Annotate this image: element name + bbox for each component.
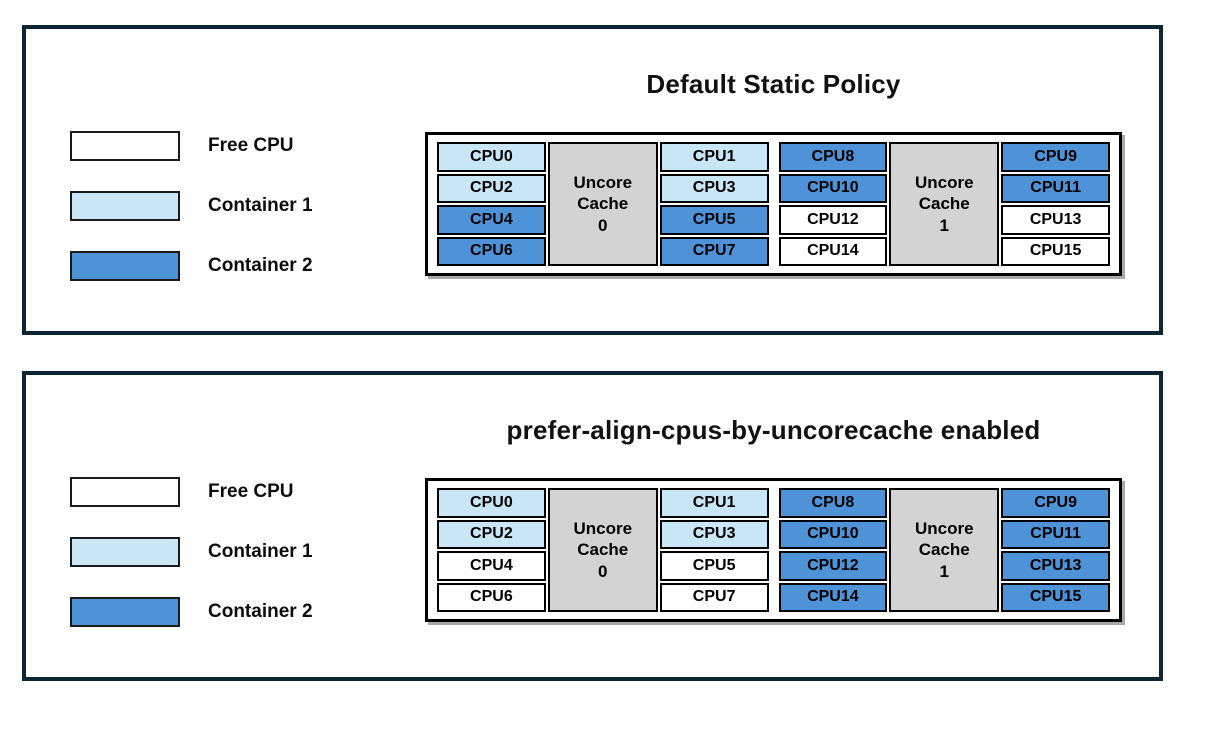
- uncore-cache-label-line: 1: [939, 215, 949, 235]
- cpu-cell-cpu5: CPU5: [659, 551, 769, 581]
- panel-title: Default Static Policy: [646, 69, 901, 99]
- panel-prefer-align-uncorecache: Free CPU Container 1 Container 2 prefer-…: [22, 371, 1163, 681]
- legend-swatch-free-cpu: [70, 131, 180, 161]
- cpu-cell-cpu5: CPU5: [659, 205, 769, 235]
- cpu-cell-cpu1: CPU1: [659, 142, 769, 172]
- cpu-cell-cpu10: CPU10: [778, 519, 888, 549]
- legend-row-free-cpu: Free CPU: [70, 130, 313, 162]
- cpu-cell-cpu4: CPU4: [437, 205, 546, 235]
- cpu-cell-cpu0: CPU0: [437, 488, 546, 518]
- uncore-cache-label-line: Cache: [577, 540, 629, 560]
- uncore-cache-label-line: Uncore: [573, 519, 633, 539]
- cpu-cell-cpu6: CPU6: [437, 582, 546, 612]
- legend-swatch-container-1: [70, 537, 180, 567]
- cpu-cell-cpu12: CPU12: [778, 205, 888, 235]
- panel-title: prefer-align-cpus-by-uncorecache enabled: [506, 415, 1041, 445]
- cpu-cell-cpu2: CPU2: [437, 519, 546, 549]
- uncore-cache-label-line: Uncore: [914, 173, 974, 193]
- cpu-cell-cpu15: CPU15: [1001, 236, 1110, 266]
- cpu-cell-cpu3: CPU3: [659, 173, 769, 203]
- cpu-cell-cpu12: CPU12: [778, 551, 888, 581]
- legend-swatch-container-2: [70, 251, 180, 281]
- cpu-cell-cpu3: CPU3: [659, 519, 769, 549]
- cpu-cell-cpu4: CPU4: [437, 551, 546, 581]
- uncore-cache-label-line: Uncore: [573, 173, 633, 193]
- legend-swatch-container-1: [70, 191, 180, 221]
- legend-label-free-cpu: Free CPU: [208, 481, 294, 502]
- legend-label-container-2: Container 2: [208, 601, 313, 622]
- uncore-cache-label-line: 1: [939, 561, 949, 581]
- cpu-cell-cpu7: CPU7: [659, 236, 769, 266]
- cpu-cell-cpu11: CPU11: [1001, 519, 1110, 549]
- cpu-cell-cpu2: CPU2: [437, 173, 546, 203]
- cpu-cell-cpu13: CPU13: [1001, 551, 1110, 581]
- uncore-cache-label-line: 0: [598, 561, 608, 581]
- legend: Free CPU Container 1 Container 2: [70, 130, 313, 282]
- uncore-cache-label-line: Cache: [918, 194, 970, 214]
- cpu-cell-cpu14: CPU14: [778, 236, 888, 266]
- legend-label-container-2: Container 2: [208, 255, 313, 276]
- uncore-cache-label-line: Cache: [918, 540, 970, 560]
- uncore-cache-box-1: Uncore Cache 1: [889, 488, 1000, 612]
- legend: Free CPU Container 1 Container 2: [70, 476, 313, 628]
- uncore-cache-label-line: Uncore: [914, 519, 974, 539]
- legend-row-free-cpu: Free CPU: [70, 476, 313, 508]
- cpu-cell-cpu0: CPU0: [437, 142, 546, 172]
- uncore-cache-box-0: Uncore Cache 0: [547, 488, 658, 612]
- legend-swatch-free-cpu: [70, 477, 180, 507]
- uncore-cache-box-1: Uncore Cache 1: [889, 142, 1000, 266]
- legend-label-container-1: Container 1: [208, 541, 313, 562]
- cpu-cell-cpu14: CPU14: [778, 582, 888, 612]
- legend-row-container-1: Container 1: [70, 190, 313, 222]
- cpu-cell-cpu8: CPU8: [778, 142, 888, 172]
- cpu-cell-cpu13: CPU13: [1001, 205, 1110, 235]
- cpu-cell-cpu10: CPU10: [778, 173, 888, 203]
- cpu-cell-cpu7: CPU7: [659, 582, 769, 612]
- panel-default-static-policy: Free CPU Container 1 Container 2 Default…: [22, 25, 1163, 335]
- uncore-cache-box-0: Uncore Cache 0: [547, 142, 658, 266]
- legend-row-container-2: Container 2: [70, 596, 313, 628]
- cpu-cell-cpu9: CPU9: [1001, 488, 1110, 518]
- cpu-cell-cpu11: CPU11: [1001, 173, 1110, 203]
- legend-label-container-1: Container 1: [208, 195, 313, 216]
- cpu-cell-cpu1: CPU1: [659, 488, 769, 518]
- legend-row-container-1: Container 1: [70, 536, 313, 568]
- cpu-cell-cpu9: CPU9: [1001, 142, 1110, 172]
- cpu-cell-cpu8: CPU8: [778, 488, 888, 518]
- legend-swatch-container-2: [70, 597, 180, 627]
- uncore-cache-label-line: 0: [598, 215, 608, 235]
- cpu-cell-cpu6: CPU6: [437, 236, 546, 266]
- legend-row-container-2: Container 2: [70, 250, 313, 282]
- cpu-cell-cpu15: CPU15: [1001, 582, 1110, 612]
- uncore-cache-label-line: Cache: [577, 194, 629, 214]
- legend-label-free-cpu: Free CPU: [208, 135, 294, 156]
